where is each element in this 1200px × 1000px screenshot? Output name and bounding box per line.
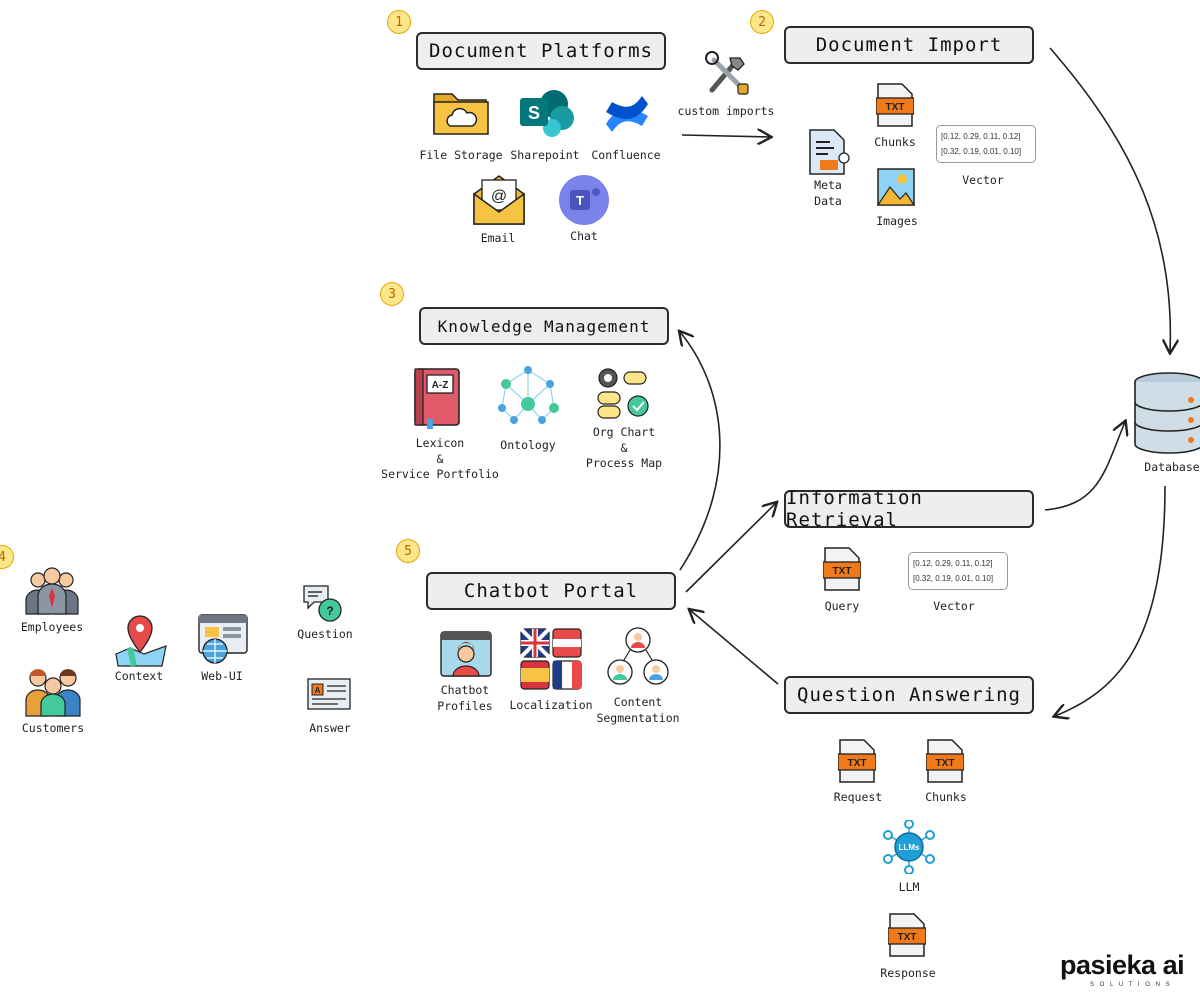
query-txt-file-icon: TXT	[823, 547, 861, 591]
confluence-icon	[606, 96, 648, 132]
company-logo: pasieka ai	[1060, 950, 1185, 980]
question-chat-icon: ?	[303, 585, 342, 622]
users-label-answer: Answer	[309, 721, 351, 735]
document-import-title: Document Import	[784, 26, 1034, 64]
users-label-employees: Employees	[20, 620, 84, 634]
svg-text:TXT: TXT	[848, 758, 867, 769]
arrow-platforms-to-import	[681, 135, 770, 137]
import-vector-row-1: [0.12, 0.29, 0.11, 0.12]	[941, 132, 1021, 141]
svg-text:TXT: TXT	[898, 932, 917, 943]
llm-network-icon: LLMs	[883, 820, 935, 874]
svg-text:TXT: TXT	[833, 566, 852, 577]
svg-text:LLMs: LLMs	[899, 843, 920, 852]
company-logo-subtitle: S O L U T I O N S	[1090, 982, 1172, 988]
custom-imports-label: custom imports	[677, 104, 775, 118]
qa-label-response: Response	[880, 966, 936, 980]
teams-chat-icon: T	[559, 175, 609, 225]
answer-document-icon: A	[307, 678, 351, 710]
qa-label-llm: LLM	[898, 880, 920, 894]
import-vector-row-2: [0.32, 0.19, 0.01, 0.10]	[941, 147, 1022, 157]
knowledge-label-org-chart: Org Chart&Process Map	[585, 425, 663, 471]
knowledge-label-lexicon: Lexicon&Service Portfolio	[381, 436, 499, 482]
users-label-question: Question	[297, 627, 353, 641]
svg-text:TXT: TXT	[936, 758, 955, 769]
import-label-chunks: Chunks	[874, 135, 916, 149]
svg-text:@: @	[491, 188, 507, 205]
localization-flags-icon	[519, 627, 582, 690]
chatbot-profiles-icon	[440, 631, 492, 677]
tools-icon	[705, 51, 749, 95]
retrieval-vector-box: [0.12, 0.29, 0.11, 0.12] [0.32, 0.19, 0.…	[908, 552, 1008, 591]
svg-text:A: A	[315, 686, 321, 695]
svg-text:?: ?	[326, 604, 333, 618]
arrow-portal-to-retrieval	[685, 503, 776, 593]
sharepoint-icon: S	[520, 90, 574, 137]
knowledge-management-title: Knowledge Management	[419, 307, 669, 345]
database-icon	[1134, 372, 1200, 454]
context-map-pin-icon	[115, 615, 167, 667]
platform-label-file-storage: File Storage	[419, 148, 503, 162]
txt-file-icon: TXT	[876, 83, 914, 127]
retrieval-vector-row-2: [0.32, 0.19, 0.01, 0.10]	[913, 574, 994, 584]
chunks-txt-file-icon: TXT	[926, 739, 964, 783]
knowledge-label-ontology: Ontology	[500, 438, 556, 452]
platform-label-email: Email	[480, 231, 516, 245]
ontology-network-icon	[498, 366, 559, 424]
customers-group-icon	[25, 669, 81, 717]
lexicon-book-icon: A-Z	[414, 368, 460, 429]
metadata-file-icon	[809, 129, 850, 175]
svg-text:T: T	[576, 193, 584, 208]
import-vector-box: [0.12, 0.29, 0.11, 0.12] [0.32, 0.19, 0.…	[936, 125, 1036, 164]
image-file-icon	[876, 168, 916, 206]
retrieval-label-vector: Vector	[933, 599, 975, 613]
svg-text:A-Z: A-Z	[432, 380, 449, 391]
step-badge-5: 5	[396, 539, 420, 563]
users-label-context: Context	[114, 669, 164, 683]
email-icon: @	[473, 175, 525, 225]
response-txt-file-icon: TXT	[888, 913, 926, 957]
qa-label-request: Request	[833, 790, 883, 804]
users-label-webui: Web-UI	[201, 669, 243, 683]
folder-cloud-icon	[433, 93, 489, 135]
arrow-portal-to-knowledge	[680, 332, 721, 571]
import-label-vector: Vector	[962, 173, 1004, 187]
request-txt-file-icon: TXT	[838, 739, 876, 783]
step-badge-1: 1	[387, 10, 411, 34]
portal-label-localization: Localization	[509, 698, 593, 712]
document-platforms-title: Document Platforms	[416, 32, 666, 70]
web-ui-browser-icon	[198, 614, 248, 664]
svg-text:TXT: TXT	[886, 102, 905, 113]
platform-label-sharepoint: Sharepoint	[510, 148, 580, 162]
platform-label-chat: Chat	[570, 229, 598, 243]
arrow-import-to-database	[1049, 47, 1170, 352]
svg-text:S: S	[528, 103, 540, 123]
arrow-retrieval-to-database	[1044, 422, 1125, 511]
platform-label-confluence: Confluence	[591, 148, 661, 162]
arrow-qa-to-portal	[690, 610, 779, 685]
database-label: Database	[1144, 460, 1200, 474]
import-label-images: Images	[876, 214, 918, 228]
users-label-customers: Customers	[21, 721, 85, 735]
employees-group-icon	[25, 567, 79, 615]
step-badge-3: 3	[380, 282, 404, 306]
qa-label-chunks: Chunks	[925, 790, 967, 804]
retrieval-label-query: Query	[824, 599, 860, 613]
org-chart-icon	[597, 368, 649, 419]
arrow-database-to-qa	[1055, 485, 1166, 716]
question-answering-title: Question Answering	[784, 676, 1034, 714]
step-badge-2: 2	[750, 10, 774, 34]
chatbot-portal-title: Chatbot Portal	[426, 572, 676, 610]
content-segmentation-icon	[607, 627, 669, 685]
retrieval-vector-row-1: [0.12, 0.29, 0.11, 0.12]	[913, 559, 993, 568]
information-retrieval-title: Information Retrieval	[784, 487, 1034, 531]
